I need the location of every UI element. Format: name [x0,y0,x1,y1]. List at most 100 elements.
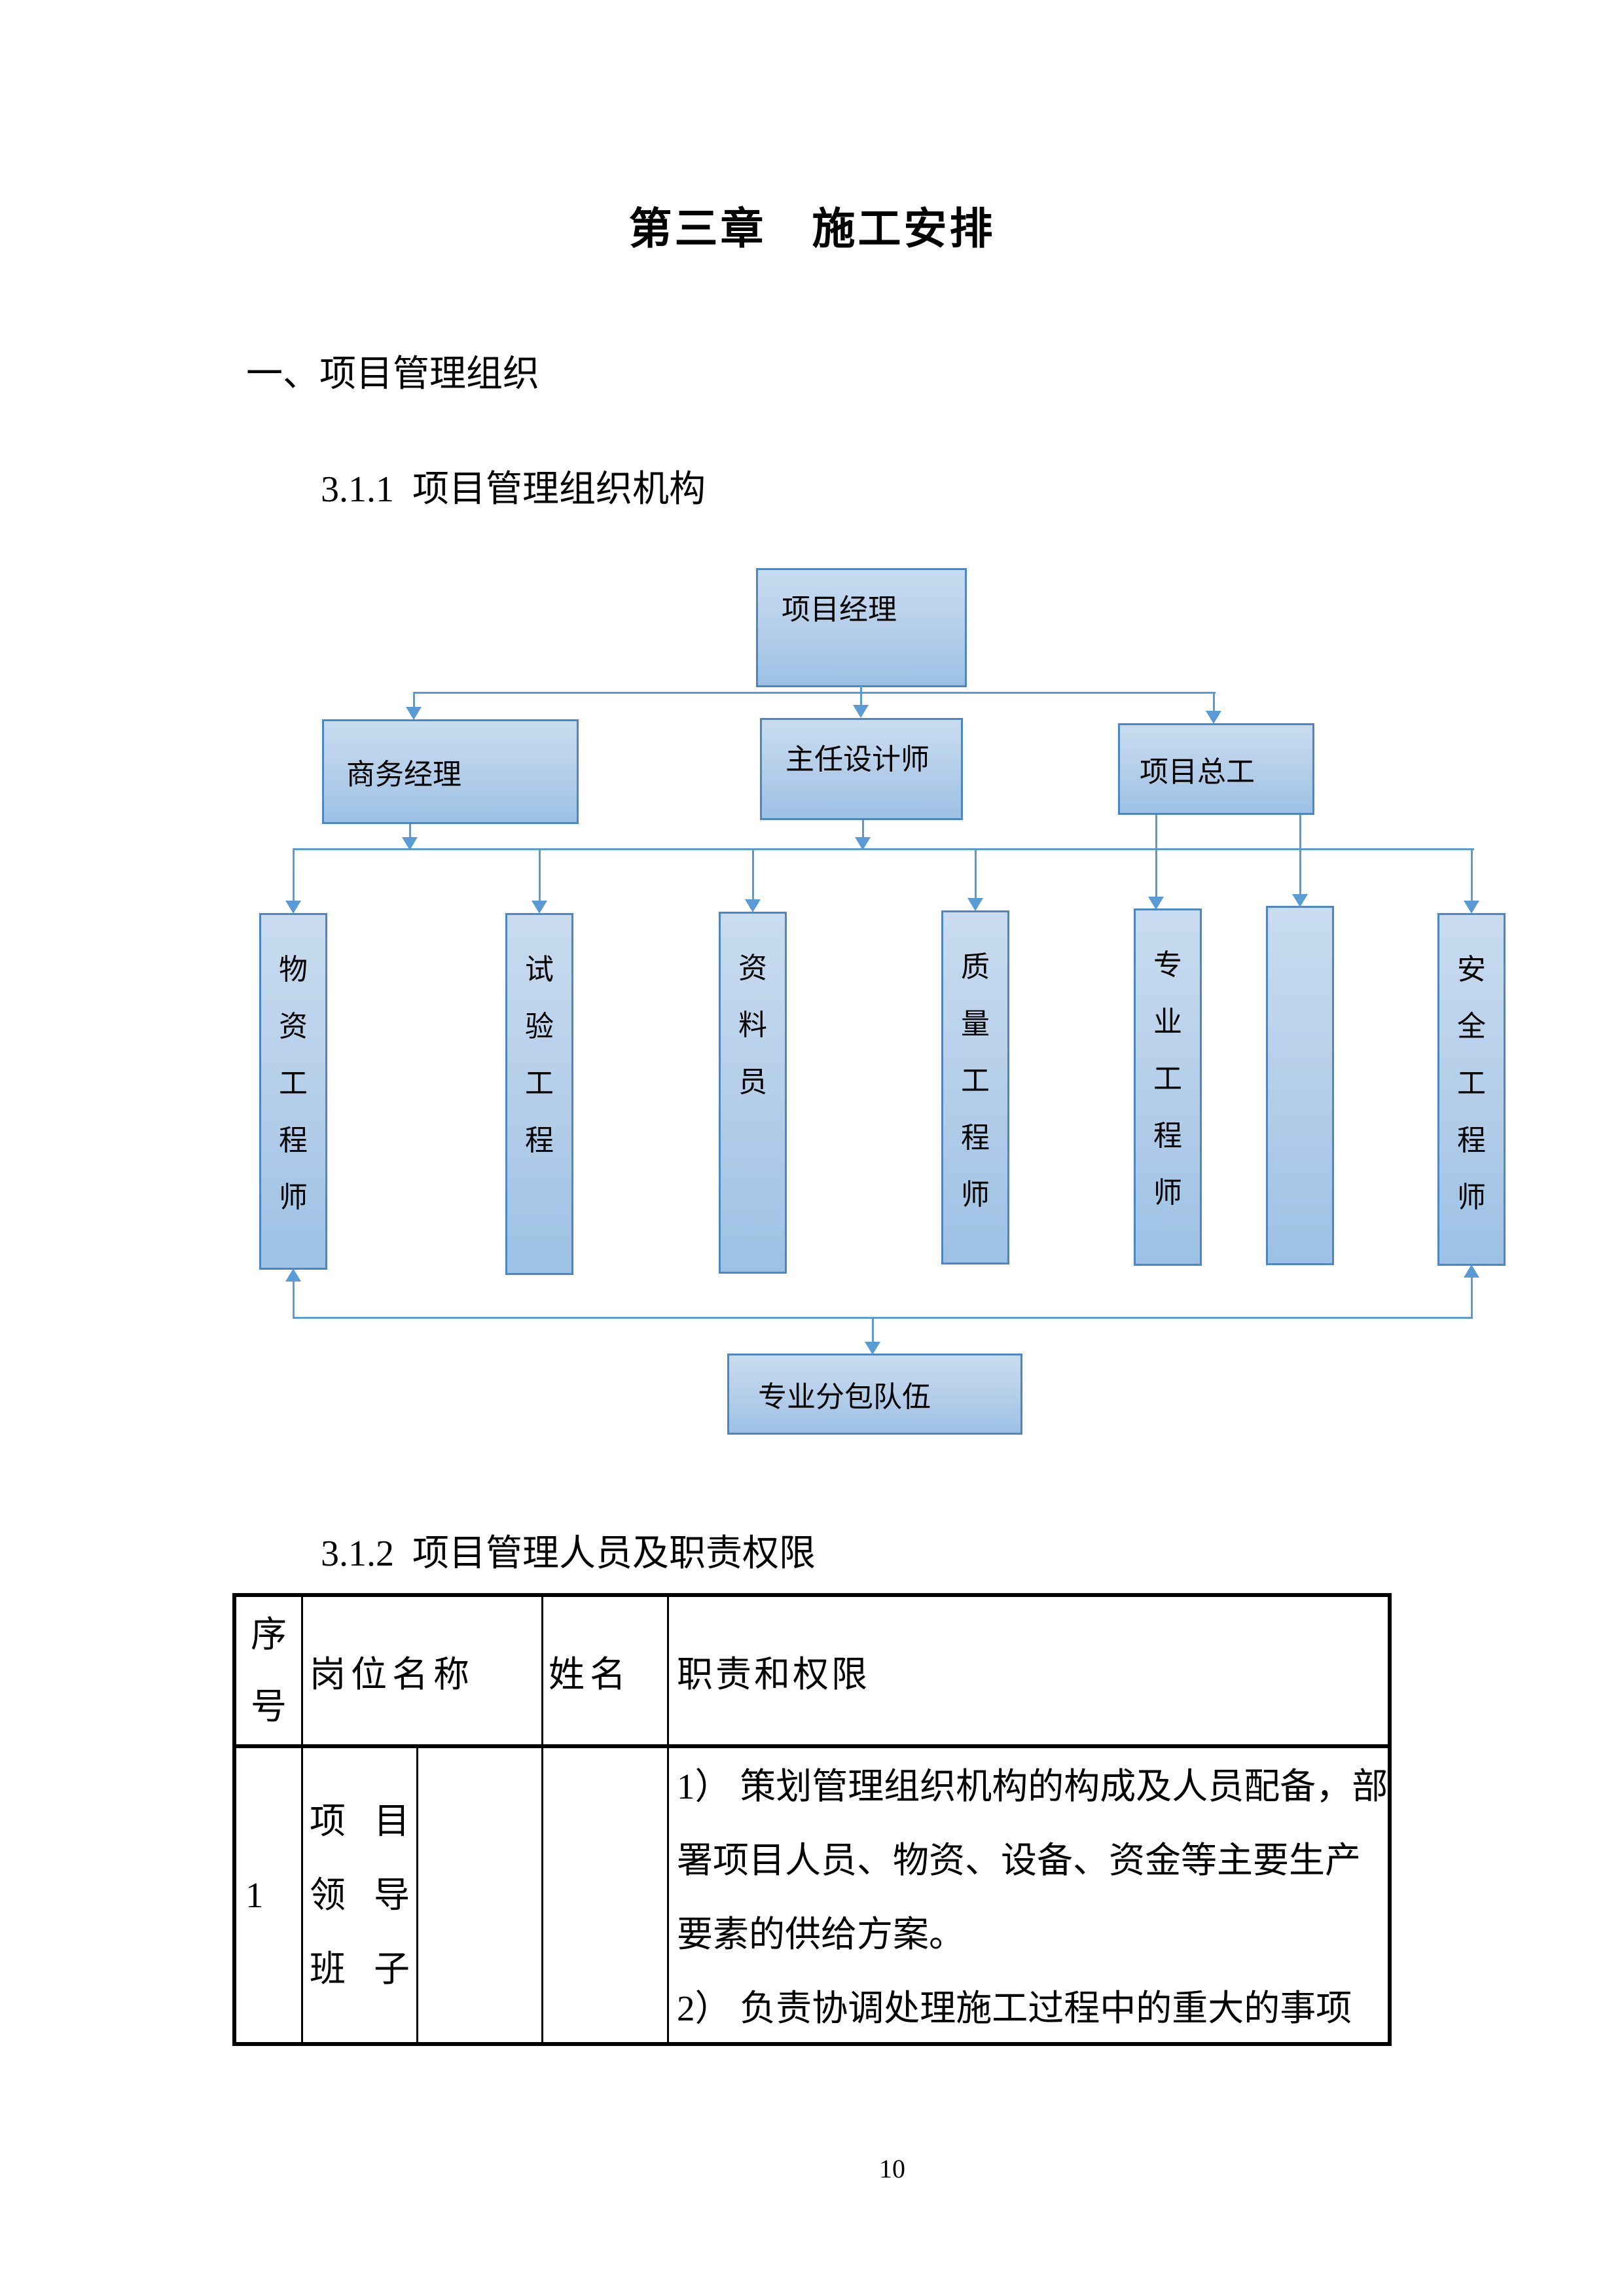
vertical-label-char: 质 [961,951,990,983]
connector-line [293,848,295,902]
connector-line [1471,1276,1473,1319]
arrow-down-icon [967,898,983,911]
table-cell-name [543,1748,667,2042]
connector-line [1155,815,1157,898]
connector-line [409,824,411,838]
org-box-test-engineer: 试验工程 [505,913,573,1275]
org-box-document-clerk: 资料员 [719,912,787,1274]
arrow-down-icon [1292,894,1308,907]
org-box-safety-engineer: 安全工程师 [1437,913,1506,1266]
connector-line [860,692,862,706]
vertical-label-char: 验 [525,1011,554,1043]
text-line: 署项目人员、物资、设备、资金等主要生产 [677,1840,1362,1880]
arrow-up-icon [1464,1265,1479,1278]
arrow-down-icon [532,901,547,914]
org-box-business-manager: 商务经理 [322,719,579,824]
vertical-label-char: 师 [1457,1181,1486,1213]
arrow-down-icon [406,707,422,720]
org-box-label: 主任设计师 [785,744,929,776]
text-line: 2） 负责协调处理施工过程中的重大的事项 [677,1988,1352,2028]
table-border [232,2042,1392,2046]
chapter-title: 第三章 施工安排 [628,206,996,253]
table-cell-duty: 1） 策划管理组织机构的构成及人员配备，部署项目人员、物资、设备、资金等主要生产… [669,1748,1388,2042]
text-line: 1） 策划管理组织机构的构成及人员配备，部 [677,1767,1388,1806]
org-box-project-manager: 项目经理 [756,568,967,687]
duty-table: 序号 岗位名称 姓名 职责和权限 1 项目领导班子 1） 策划管理组织机构的构成… [232,1593,1392,2046]
connector-line [293,1280,295,1319]
vertical-label-char: 程 [1153,1120,1182,1152]
vertical-label-char: 工 [1457,1067,1486,1100]
text-line: 领导 [310,1875,410,1915]
table-header-no: 序号 [250,1614,287,1727]
table-column-line [667,1597,669,2042]
text-line: 项目 [310,1801,410,1841]
org-box-label: 项目经理 [782,594,897,626]
vertical-label-char: 业 [1153,1006,1182,1038]
arrow-down-icon [1148,897,1164,910]
org-box-specialty-engineer: 专业工程师 [1134,908,1202,1266]
connector-line [414,692,1216,694]
vertical-label-char: 物 [279,954,308,986]
vertical-label-char: 全 [1457,1011,1486,1043]
vertical-label-char: 量 [961,1008,990,1040]
connector-line [1471,848,1473,902]
arrow-down-icon [855,837,871,850]
org-box-empty [1266,906,1334,1265]
arrow-down-icon [1206,711,1221,724]
connector-line [1213,692,1215,711]
vertical-label-char: 师 [1153,1177,1182,1209]
vertical-label-char: 试 [525,954,554,986]
table-border [232,1593,236,2046]
page-number: 10 [879,2154,905,2183]
org-box-subcontract-team: 专业分包队伍 [727,1354,1022,1435]
table-border [232,1593,1392,1597]
table-border [1388,1593,1392,2046]
connector-line [975,848,977,899]
org-box-label: 项目总工 [1140,756,1255,788]
vertical-label-char: 程 [1457,1124,1486,1157]
table-header-name: 姓名 [549,1654,632,1695]
connector-line [413,692,415,709]
table-cell-row-no: 1 [245,1875,264,1915]
vertical-label-char: 员 [738,1066,767,1098]
arrow-down-icon [853,705,869,718]
vertical-label-char: 工 [1153,1063,1182,1095]
org-box-label: 商务经理 [346,759,461,791]
vertical-label-char: 资 [279,1011,308,1043]
subsection-heading-311: 3.1.1 项目管理组织机构 [321,469,706,510]
vertical-label-char: 工 [961,1065,990,1097]
vertical-label-char: 工 [525,1067,554,1100]
org-box-quality-engineer: 质量工程师 [941,910,1009,1265]
vertical-label-char: 师 [279,1181,308,1213]
subsection-heading-312: 3.1.2 项目管理人员及职责权限 [321,1534,816,1574]
org-box-chief-engineer: 项目总工 [1118,723,1314,815]
table-header-position: 岗位名称 [310,1654,475,1695]
arrow-down-icon [865,1342,880,1355]
section-heading: 一、项目管理组织 [246,354,539,395]
org-box-label: 专业分包队伍 [758,1381,931,1413]
connector-line [862,820,864,838]
org-box-chief-designer: 主任设计师 [760,718,963,820]
vertical-label-char: 专 [1153,949,1182,981]
vertical-label-char: 安 [1457,954,1486,986]
arrow-down-icon [745,899,761,912]
text-line: 班子 [310,1949,410,1989]
arrow-down-icon [285,901,301,914]
connector-line [872,1317,874,1343]
connector-line [860,686,862,694]
table-header-duty: 职责和权限 [677,1654,871,1695]
connector-line [293,848,1474,850]
vertical-label-char: 程 [279,1124,308,1157]
table-column-line [301,1597,303,2042]
connector-line [752,848,754,901]
connector-line [539,848,541,902]
arrow-down-icon [402,837,418,850]
table-header-separator [232,1744,1392,1748]
arrow-down-icon [1464,901,1479,914]
table-column-line [416,1748,418,2042]
vertical-label-char: 师 [961,1179,990,1211]
arrow-up-icon [285,1268,301,1282]
table-column-line [541,1597,543,2042]
vertical-label-char: 程 [525,1124,554,1157]
